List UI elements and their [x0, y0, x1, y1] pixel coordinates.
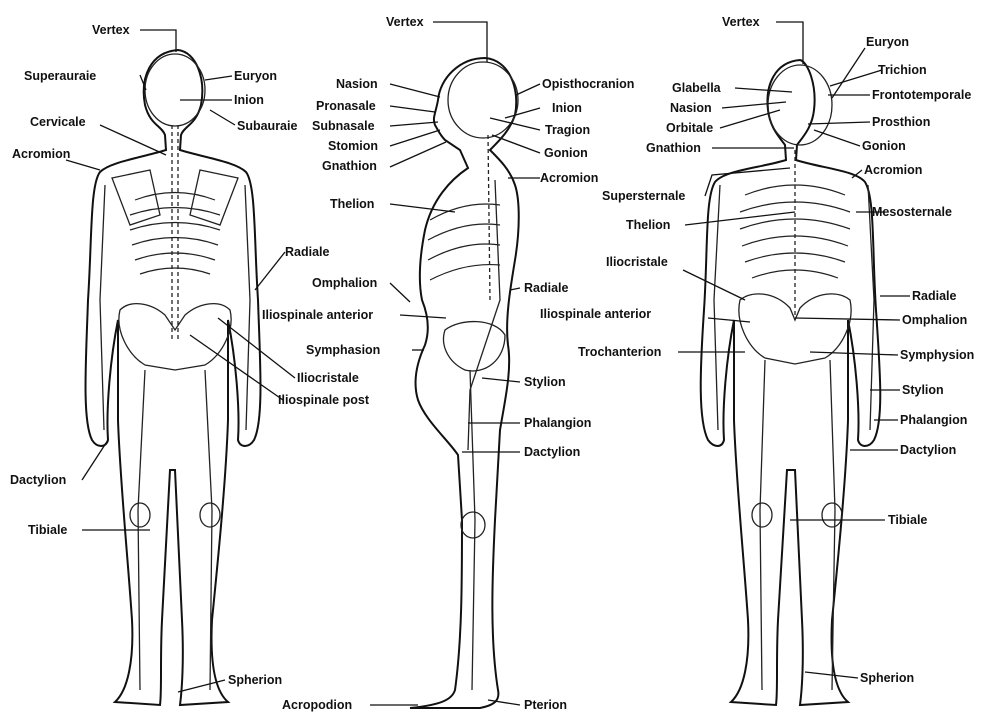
label-thelion-lateral: Thelion [330, 197, 374, 211]
label-euryon-anterior: Euryon [866, 35, 909, 49]
label-superaurale: Superauraie [24, 69, 96, 83]
label-symphasion: Symphasion [306, 343, 380, 357]
label-trochanterion: Trochanterion [578, 345, 661, 359]
label-omphalion-anterior: Omphalion [902, 313, 967, 327]
label-gonion-lateral: Gonion [544, 146, 588, 160]
label-stomion: Stomion [328, 139, 378, 153]
label-subnasale: Subnasale [312, 119, 375, 133]
label-inion-lateral: Inion [552, 101, 582, 115]
label-iliospinale-post: Iliospinale post [278, 393, 370, 407]
label-acromion-lateral: Acromion [540, 171, 598, 185]
label-acromion-anterior: Acromion [864, 163, 922, 177]
label-vertex-lateral: Vertex [386, 15, 424, 29]
label-glabella: Glabella [672, 81, 722, 95]
anterior-view-figure [701, 60, 881, 705]
label-gnathion-lateral: Gnathion [322, 159, 377, 173]
label-phalangion-lateral: Phalangion [524, 416, 591, 430]
label-iliocristale-posterior: Iliocristale [297, 371, 359, 385]
label-tibiale-anterior: Tibiale [888, 513, 927, 527]
label-dactylion-posterior: Dactylion [10, 473, 66, 487]
label-inion-posterior: Inion [234, 93, 264, 107]
label-prosthion: Prosthion [872, 115, 930, 129]
label-trichion: Trichion [878, 63, 927, 77]
label-iliospinale-anterior-anterior: Iliospinale anterior [540, 307, 651, 321]
label-stylion-lateral: Stylion [524, 375, 566, 389]
label-pronasale: Pronasale [316, 99, 376, 113]
label-thelion-anterior: Thelion [626, 218, 670, 232]
label-opisthocranion: Opisthocranion [542, 77, 634, 91]
label-nasion-anterior: Nasion [670, 101, 712, 115]
label-supersternale: Supersternale [602, 189, 685, 203]
label-radiale-anterior: Radiale [912, 289, 957, 303]
label-radiale-lateral: Radiale [524, 281, 569, 295]
label-iliospinale-anterior-lateral: Iliospinale anterior [262, 308, 373, 322]
leader-lines [66, 22, 910, 705]
label-tibiale-posterior: Tibiale [28, 523, 67, 537]
label-spherion-anterior: Spherion [860, 671, 914, 685]
label-subaurale: Subauraie [237, 119, 297, 133]
label-acromion-posterior: Acromion [12, 147, 70, 161]
label-gnathion-anterior: Gnathion [646, 141, 701, 155]
label-euryon-posterior: Euryon [234, 69, 277, 83]
label-acropodion: Acropodion [282, 698, 352, 712]
label-orbitale: Orbitale [666, 121, 713, 135]
label-vertex-posterior: Vertex [92, 23, 130, 37]
label-cervicale: Cervicale [30, 115, 86, 129]
label-pterion: Pterion [524, 698, 567, 712]
label-spherion-posterior: Spherion [228, 673, 282, 687]
label-tragion: Tragion [545, 123, 590, 137]
label-nasion-lateral: Nasion [336, 77, 378, 91]
label-dactylion-lateral: Dactylion [524, 445, 580, 459]
label-omphalion-lateral: Omphalion [312, 276, 377, 290]
lateral-view-figure [410, 58, 519, 708]
label-stylion-anterior: Stylion [902, 383, 944, 397]
label-frontotemporale: Frontotemporale [872, 88, 971, 102]
label-symphysion: Symphysion [900, 348, 974, 362]
label-iliocristale-anterior: Iliocristale [606, 255, 668, 269]
label-gonion-anterior: Gonion [862, 139, 906, 153]
posterior-view-figure [86, 50, 261, 705]
label-dactylion-anterior: Dactylion [900, 443, 956, 457]
label-vertex-anterior: Vertex [722, 15, 760, 29]
label-radiale-posterior: Radiale [285, 245, 330, 259]
label-mesosternale: Mesosternale [872, 205, 952, 219]
label-phalangion-anterior: Phalangion [900, 413, 967, 427]
